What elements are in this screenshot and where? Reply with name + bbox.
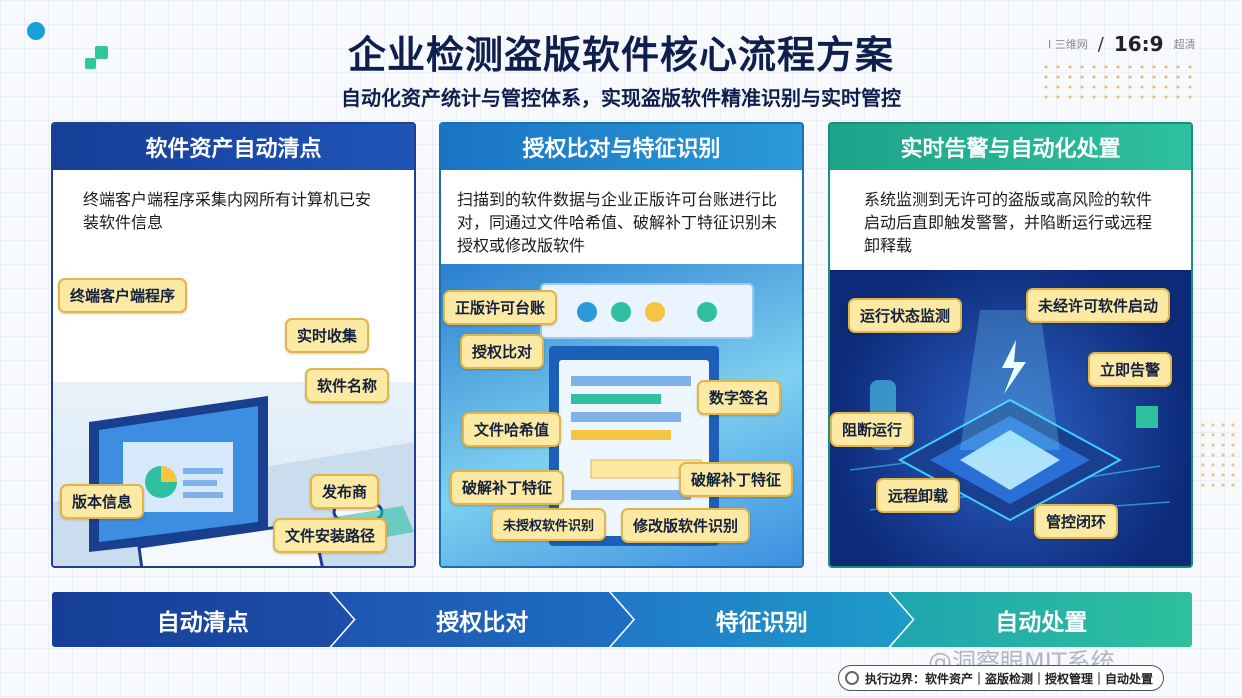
tag-unauthorized-software: 未授权软件识别 bbox=[491, 508, 607, 541]
tag-remote-uninstall: 远程卸载 bbox=[876, 478, 961, 513]
card-description: 终端客户端程序采集内网所有计算机已安装软件信息 bbox=[83, 190, 372, 232]
process-flow-bar: 自动清点 授权比对 特征识别 自动处置 bbox=[52, 592, 1192, 647]
tag-client-program: 终端客户端程序 bbox=[58, 278, 188, 313]
tag-modified-software: 修改版软件识别 bbox=[621, 508, 751, 543]
card-title: 授权比对与特征识别 bbox=[441, 124, 802, 170]
tag-license-compare: 授权比对 bbox=[460, 334, 545, 369]
flow-step-auto-dispose: 自动处置 bbox=[890, 592, 1192, 647]
tag-unlicensed-launch: 未经许可软件启动 bbox=[1026, 288, 1171, 323]
tag-runtime-monitor: 运行状态监测 bbox=[848, 298, 963, 333]
logo-square-small bbox=[85, 58, 96, 69]
tag-crack-patch-left: 破解补丁特征 bbox=[450, 470, 565, 505]
page-title: 企业检测盗版软件核心流程方案 bbox=[347, 33, 894, 77]
tag-file-hash: 文件哈希值 bbox=[462, 412, 562, 447]
execution-boundary-text: 执行边界：软件资产｜盗版检测｜授权管理｜自动处置 bbox=[865, 671, 1154, 686]
tag-publisher: 发布商 bbox=[310, 474, 380, 509]
card-description: 系统监测到无许可的盗版或高风险的软件启动后直即触发警警，并陷断运行或远程卸释载 bbox=[864, 190, 1153, 255]
flow-step-feature-identify: 特征识别 bbox=[611, 592, 913, 647]
tag-control-loop: 管控闭环 bbox=[1034, 504, 1119, 539]
logo-square bbox=[95, 46, 108, 59]
tag-install-path: 文件安装路径 bbox=[273, 518, 388, 553]
tag-instant-alert: 立即告警 bbox=[1088, 352, 1173, 387]
decorative-dots-side bbox=[1198, 420, 1238, 490]
card-description: 扫描到的软件数据与企业正版许可台账进行比对，同通过文件哈希值、破解补丁特征识别未… bbox=[457, 190, 778, 255]
logo-dot bbox=[27, 22, 45, 40]
decorative-dots bbox=[1040, 62, 1200, 102]
flow-step-auto-inventory: 自动清点 bbox=[52, 592, 354, 647]
aspect-ratio-note: 超清 bbox=[1173, 38, 1196, 51]
card-asset-inventory: 软件资产自动清点 终端客户端程序采集内网所有计算机已安装软件信息 终端客户端程序… bbox=[51, 122, 416, 568]
card-title: 软件资产自动清点 bbox=[53, 124, 414, 170]
aspect-ratio-label: 16:9 bbox=[1113, 32, 1164, 56]
execution-boundary-badge: 执行边界：软件资产｜盗版检测｜授权管理｜自动处置 bbox=[838, 665, 1165, 691]
page-subtitle: 自动化资产统计与管控体系，实现盗版软件精准识别与实时管控 bbox=[341, 86, 901, 110]
tag-digital-signature: 数字签名 bbox=[697, 380, 782, 415]
card-title: 实时告警与自动化处置 bbox=[830, 124, 1191, 170]
card-realtime-alert: 实时告警与自动化处置 系统监测到无许可的盗版或高风险的软件启动后直即触发警警，并… bbox=[828, 122, 1193, 568]
top-right-brand: I 三维网 / 16:9 超清 bbox=[1048, 32, 1196, 56]
flow-step-license-compare: 授权比对 bbox=[331, 592, 633, 647]
brand-slash: / bbox=[1097, 33, 1104, 55]
tag-version-info: 版本信息 bbox=[60, 484, 145, 519]
tag-realtime-collect: 实时收集 bbox=[285, 318, 370, 353]
tag-license-ledger: 正版许可台账 bbox=[443, 290, 558, 325]
card-license-compare: 授权比对与特征识别 扫描到的软件数据与企业正版许可台账进行比对，同通过文件哈希值… bbox=[439, 122, 804, 568]
license-screen-icon bbox=[540, 283, 754, 546]
brand-text: I 三维网 bbox=[1048, 38, 1088, 51]
tag-software-name: 软件名称 bbox=[305, 368, 390, 403]
ring-icon bbox=[845, 671, 859, 685]
tag-block-run: 阻断运行 bbox=[830, 412, 915, 447]
tag-crack-patch-right: 破解补丁特征 bbox=[679, 462, 794, 497]
